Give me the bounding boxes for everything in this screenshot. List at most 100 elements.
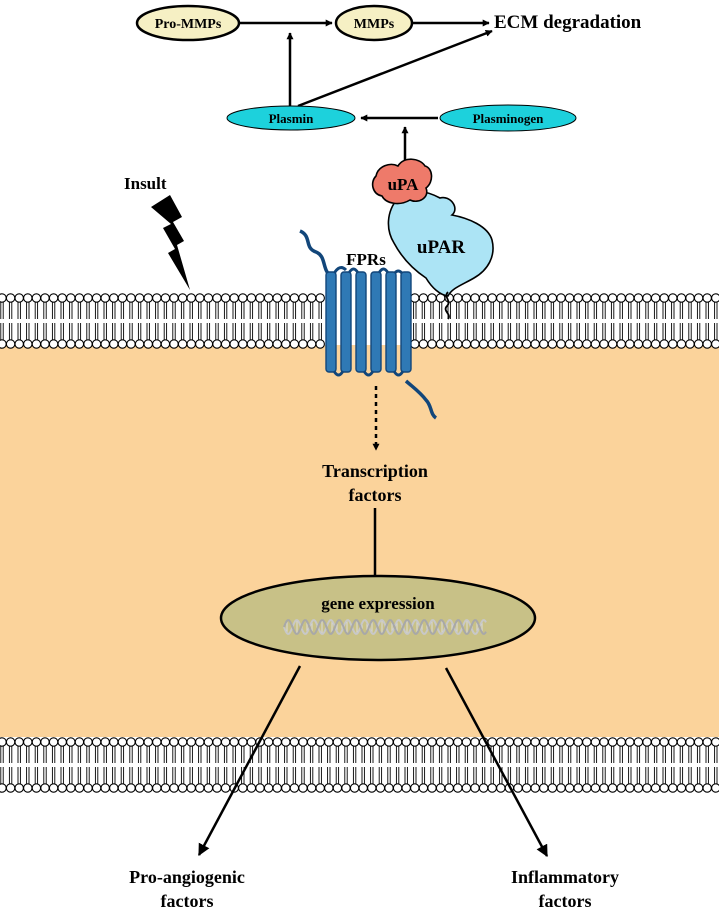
lipid-head — [513, 783, 523, 793]
lipid-head — [650, 293, 661, 303]
lipid-head — [134, 293, 145, 303]
lipid-head — [177, 339, 188, 349]
lipid-head — [410, 783, 420, 793]
nucleus-oval — [219, 574, 537, 662]
cytoplasm — [0, 345, 719, 737]
lipid-head — [0, 339, 7, 349]
fpr-n-terminal-tail — [299, 229, 332, 278]
lipid-head — [246, 339, 257, 349]
lipid-head — [453, 783, 463, 793]
lipid-head — [23, 783, 33, 793]
transcription-factors-label-line1: Transcription — [322, 461, 428, 481]
lipid-head — [169, 293, 179, 303]
lipid-head — [229, 293, 239, 303]
lipid-head — [418, 737, 429, 747]
lipid-head — [246, 737, 257, 747]
lipid-head — [685, 293, 695, 303]
mmps-label: MMPs — [354, 17, 395, 32]
lipid-head — [152, 339, 162, 349]
lipid-head — [625, 339, 635, 349]
plasmin-to-ecm-arrow — [297, 29, 493, 108]
lipid-head — [599, 737, 609, 747]
lipid-head — [539, 737, 549, 747]
lipid-head — [109, 339, 119, 349]
lipid-head — [40, 783, 50, 793]
lipid-head — [332, 737, 343, 747]
pro-angiogenic-label-line2: factors — [161, 891, 214, 911]
fpr-transmembrane-helix — [370, 271, 382, 373]
lipid-head — [461, 293, 472, 303]
lipid-head — [134, 783, 145, 793]
lipid-head — [668, 293, 678, 303]
lipid-head — [582, 737, 592, 747]
lipid-head — [521, 783, 532, 793]
lipid-head — [126, 339, 136, 349]
lipid-head — [547, 339, 558, 349]
lipid-head — [392, 737, 403, 747]
lipid-head — [298, 737, 308, 747]
lipid-head — [590, 293, 601, 303]
lipid-head — [100, 293, 110, 303]
lipid-head — [590, 737, 601, 747]
lipid-head — [478, 293, 489, 303]
lipid-head — [238, 339, 248, 349]
lipid-head — [0, 783, 7, 793]
lipid-head — [238, 737, 248, 747]
lipid-head — [91, 339, 102, 349]
lipid-head — [109, 737, 119, 747]
upa-shape — [371, 158, 433, 205]
fprs-label: FPRs — [346, 250, 386, 269]
lipid-head — [521, 339, 532, 349]
lipid-head — [195, 737, 205, 747]
lipid-head — [220, 293, 231, 303]
lipid-head — [375, 783, 386, 793]
lower-cell-membrane — [0, 737, 719, 793]
lipid-head — [289, 293, 300, 303]
lipid-head — [453, 737, 463, 747]
nucleus-to-inflammatory-arrow — [444, 667, 549, 858]
lipid-head — [607, 339, 618, 349]
lipid-head — [48, 339, 59, 349]
lipid-head — [281, 783, 291, 793]
lipid-head — [513, 339, 523, 349]
lipid-head — [160, 737, 171, 747]
lipid-head — [57, 783, 67, 793]
lipid-head — [461, 737, 472, 747]
lipid-head — [5, 737, 16, 747]
lipid-head — [23, 737, 33, 747]
lipid-head — [31, 339, 42, 349]
lipid-head — [255, 783, 265, 793]
lipid-head — [410, 293, 420, 303]
lipid-head — [556, 339, 566, 349]
lipid-head — [668, 339, 678, 349]
lipid-head — [530, 737, 540, 747]
lipid-head — [177, 737, 188, 747]
lipid-head — [341, 783, 351, 793]
lipid-head — [186, 339, 196, 349]
lipid-head — [48, 737, 59, 747]
lipid-head — [504, 293, 515, 303]
lipid-head — [100, 737, 110, 747]
lipid-head — [633, 783, 644, 793]
lipid-head — [693, 737, 704, 747]
lipid-head — [246, 293, 257, 303]
lipid-head — [160, 783, 171, 793]
lipid-head — [470, 783, 480, 793]
lipid-head — [203, 339, 214, 349]
lipid-head — [685, 737, 695, 747]
lipid-head — [685, 339, 695, 349]
lipid-head — [229, 339, 239, 349]
lipid-head — [642, 293, 652, 303]
lipid-head — [186, 783, 196, 793]
lipid-head — [702, 737, 712, 747]
pro-mmps-oval — [135, 4, 241, 42]
lipid-head — [306, 783, 317, 793]
lipid-head — [246, 783, 257, 793]
lipid-head — [418, 783, 429, 793]
lipid-head — [590, 339, 601, 349]
lipid-head — [83, 783, 93, 793]
lipid-head — [220, 339, 231, 349]
gene-expression-label: gene expression — [321, 594, 435, 613]
plasmin-label: Plasmin — [269, 111, 315, 126]
nucleus-to-pro-angiogenic-arrow — [197, 665, 302, 857]
